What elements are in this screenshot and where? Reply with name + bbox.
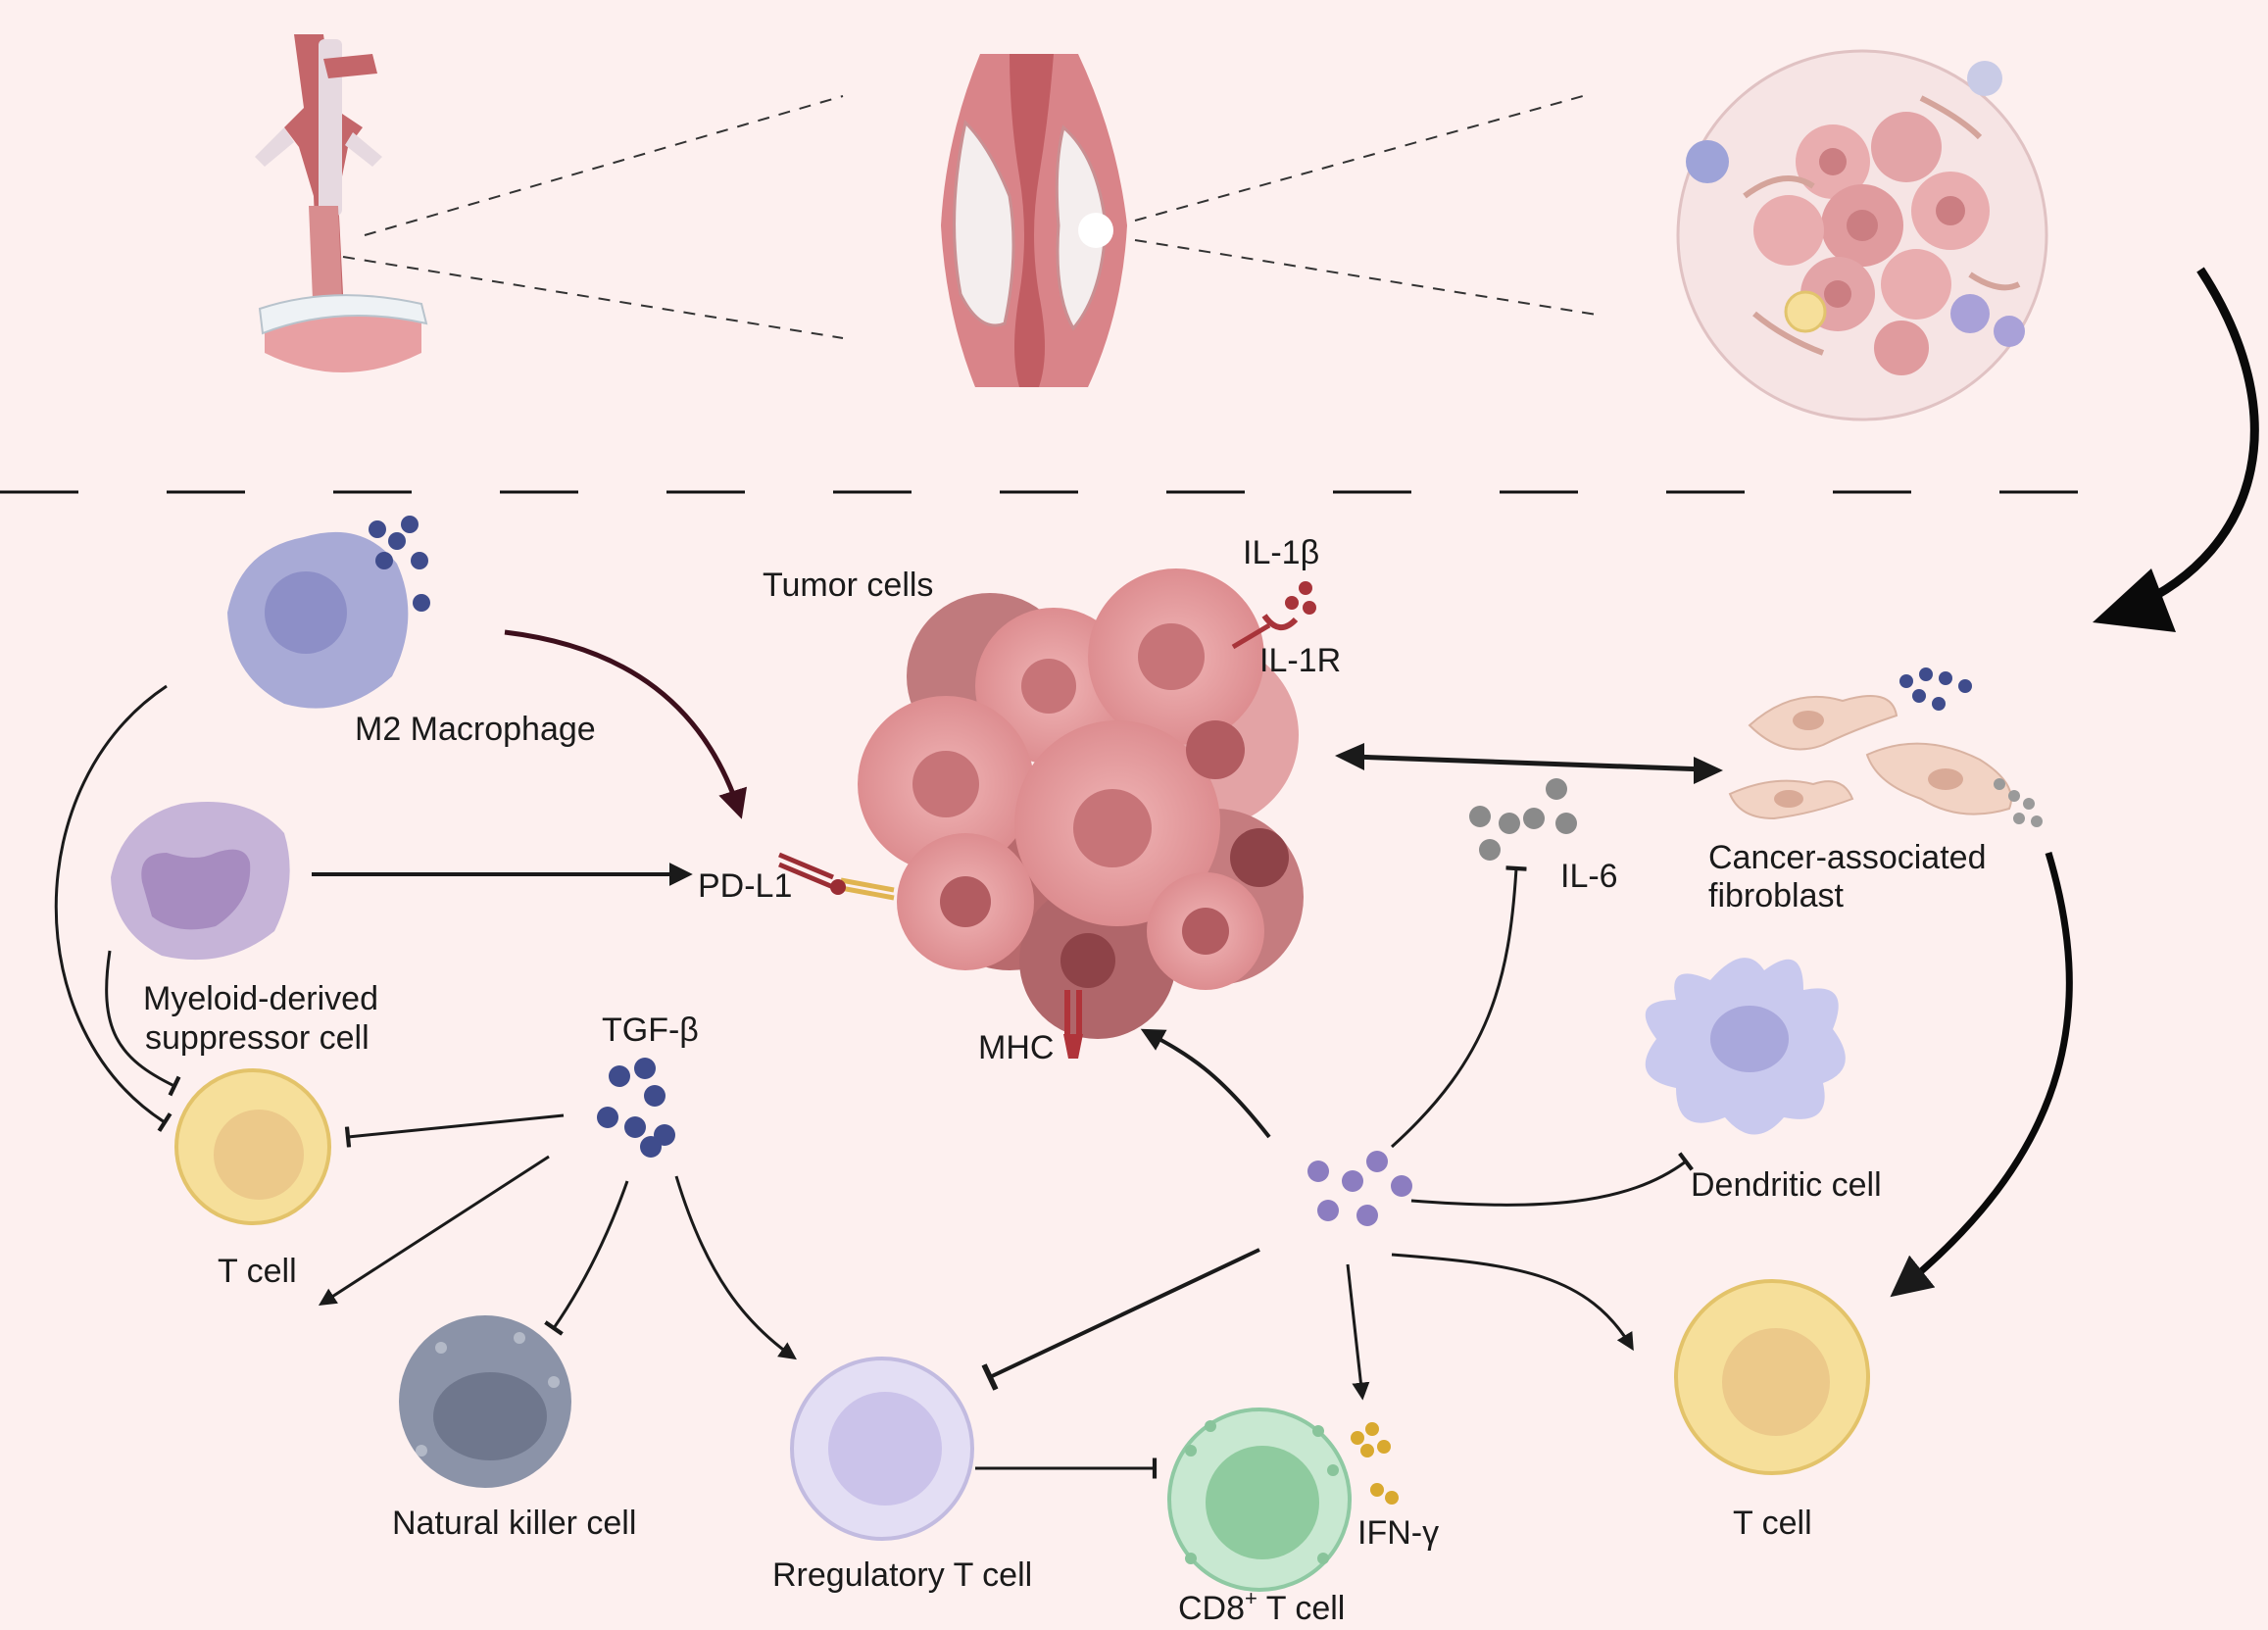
label-treg: Rregulatory T cell [772, 1556, 1032, 1594]
tgf-beta-molecules [597, 1058, 675, 1158]
label-dendritic-cell: Dendritic cell [1691, 1166, 1882, 1204]
arrow-m2-to-pdl1 [504, 629, 748, 819]
arrow-immune-to-tcell-right [1391, 1253, 1634, 1352]
mhc-receptor [1063, 990, 1083, 1059]
esophagus-illustration [255, 34, 428, 372]
label-pdl1: PD-L1 [698, 867, 792, 905]
arrow-caf-to-tcell-right [1890, 851, 2073, 1298]
label-il1b: IL-1β [1243, 534, 1319, 571]
m2-macrophage-cell [227, 516, 430, 709]
dendritic-cell [1645, 958, 1846, 1135]
t-cell-left-cell [174, 1068, 331, 1225]
label-caf-line1: Cancer-associated [1708, 839, 1986, 876]
label-il6: IL-6 [1560, 858, 1618, 895]
label-il1r: IL-1R [1259, 642, 1341, 679]
immune-cytokine-cluster [1307, 1151, 1412, 1226]
inhibit-m2-to-tcell [54, 684, 173, 1132]
zoom-line-top-1 [364, 95, 844, 236]
tumor-cell-cluster [858, 568, 1304, 1039]
tumor-microenvironment-zoom [1676, 49, 2048, 421]
inhibit-immune-to-dendritic [1410, 1152, 1694, 1207]
arrow-tgf-to-treg [674, 1175, 797, 1360]
double-arrow-tumor-caf [1335, 743, 1723, 784]
mdsc-cell [111, 802, 290, 961]
inhibit-immune-to-treg [981, 1248, 1260, 1391]
inhibit-mdsc-to-tcell [105, 950, 181, 1097]
label-m2-macrophage: M2 Macrophage [355, 711, 596, 748]
label-nk-cell: Natural killer cell [392, 1505, 636, 1542]
zoom-line-mid-1 [1134, 95, 1584, 222]
treg-cell [790, 1357, 974, 1541]
panel-transition-arrowhead [2093, 568, 2176, 632]
ifn-gamma-molecules [1351, 1422, 1399, 1505]
pdl1-receptor [778, 852, 895, 901]
label-ifn-gamma: IFN-γ [1357, 1514, 1439, 1552]
label-tgf-beta: TGF-β [602, 1012, 699, 1049]
label-mdsc-line1: Myeloid-derived [143, 980, 378, 1017]
il6-molecules [1469, 778, 1577, 861]
esophageal-section-illustration [941, 54, 1127, 387]
cd8-t-cell [1167, 1408, 1352, 1592]
inhibit-tgf-to-nk [544, 1180, 629, 1336]
label-t-cell-right: T cell [1733, 1505, 1812, 1542]
zoom-line-mid-2 [1134, 239, 1603, 317]
arrow-immune-to-cd8 [1346, 1263, 1370, 1401]
label-tumor-cells: Tumor cells [763, 567, 933, 604]
il1b-molecules [1285, 581, 1316, 615]
arrow-tgf-to-tcell-down [318, 1155, 550, 1306]
label-mhc: MHC [978, 1029, 1054, 1066]
caf-cells [1728, 667, 2043, 827]
arrow-immune-to-mhc [1140, 1028, 1271, 1139]
inhibit-tgf-to-tcell [344, 1113, 565, 1148]
label-caf-line2: fibroblast [1708, 877, 1845, 914]
label-mdsc-line2: suppressor cell [145, 1019, 370, 1057]
t-cell-right-cell [1674, 1279, 1870, 1475]
inhibit-immune-to-il6 [1390, 865, 1527, 1149]
panel-transition-arrow [2130, 267, 2259, 613]
label-t-cell-left: T cell [218, 1253, 297, 1290]
il1r-receptor [1231, 614, 1299, 650]
nk-cell [399, 1315, 571, 1488]
label-cd8-t-cell: CD8+ T cell [1178, 1586, 1345, 1627]
